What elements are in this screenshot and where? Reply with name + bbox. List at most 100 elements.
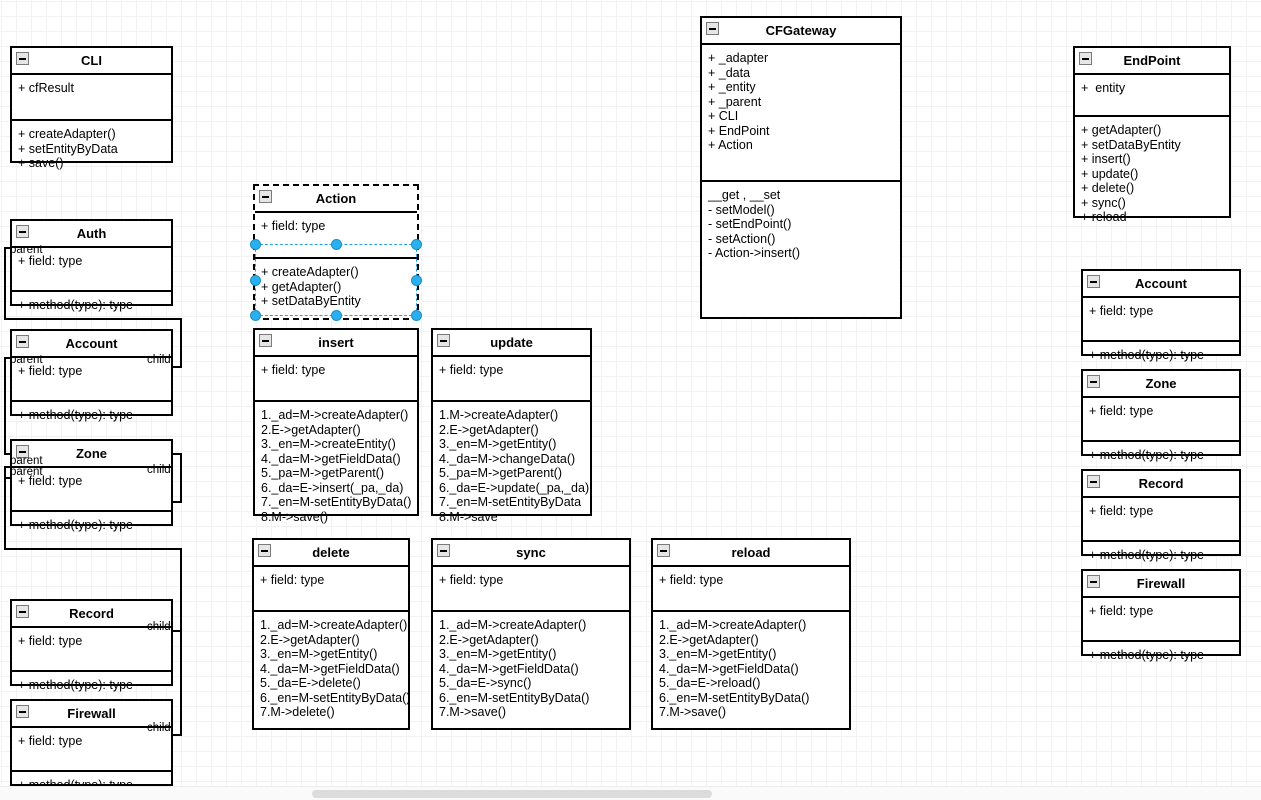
selection-handle-bottom-right[interactable]	[411, 310, 422, 321]
attributes-compartment-cli: + cfResult	[12, 75, 171, 121]
class-title-cfgateway: CFGateway	[702, 18, 900, 45]
class-box-cli[interactable]: CLI + cfResult + createAdapter() + setEn…	[10, 46, 173, 170]
method-row: + method(type): type	[18, 408, 133, 422]
class-box-zone-right[interactable]: Zone + field: type + method(type): type	[1081, 369, 1241, 462]
selection-handle-middle-left[interactable]	[250, 275, 261, 286]
method-row: 1._ad=M->createAdapter()	[260, 618, 408, 632]
selection-handle-bottom-center[interactable]	[331, 310, 342, 321]
class-box-sync[interactable]: sync + field: type 1._ad=M->createAdapte…	[431, 538, 631, 730]
collapse-minus-icon[interactable]	[16, 335, 29, 348]
class-title-action: Action	[255, 186, 417, 213]
method-row: 4._da=M->getFieldData()	[261, 451, 401, 466]
class-name-reload: reload	[731, 545, 771, 560]
class-title-delete: delete	[254, 540, 408, 567]
methods-compartment-zone-right: + method(type): type	[1083, 442, 1239, 469]
class-box-account-right[interactable]: Account + field: type + method(type): ty…	[1081, 269, 1241, 362]
attributes-compartment-zone-left: + field: type	[12, 468, 171, 512]
collapse-minus-icon[interactable]	[259, 190, 272, 203]
method-row: 5._pa=M->getParent()	[439, 466, 562, 480]
method-row: 6._en=M-setEntityByData()	[659, 690, 810, 705]
method-row: + createAdapter()	[261, 265, 359, 279]
collapse-minus-icon[interactable]	[1087, 575, 1100, 588]
attributes-compartment-account-left: + field: type	[12, 358, 171, 402]
selection-handle-bottom-left[interactable]	[250, 310, 261, 321]
class-box-reload[interactable]: reload + field: type 1._ad=M->createAdap…	[651, 538, 851, 730]
class-box-delete[interactable]: delete + field: type 1._ad=M->createAdap…	[252, 538, 410, 730]
class-box-firewall-right[interactable]: Firewall + field: type + method(type): t…	[1081, 569, 1241, 662]
horizontal-scrollbar-thumb[interactable]	[312, 790, 712, 798]
class-title-cli: CLI	[12, 48, 171, 75]
class-box-firewall-left[interactable]: Firewall + field: type + method(type): t…	[10, 699, 173, 792]
class-title-firewall-left: Firewall	[12, 701, 171, 728]
attributes-compartment-update: + field: type	[433, 357, 590, 402]
collapse-minus-icon[interactable]	[259, 334, 272, 347]
attribute-row: + field: type	[18, 254, 83, 268]
class-name-sync: sync	[516, 545, 546, 560]
method-row: 4._da=M->getFieldData()	[659, 661, 799, 676]
class-box-zone-left[interactable]: Zone + field: type + method(type): type	[10, 439, 173, 532]
collapse-minus-icon[interactable]	[657, 544, 670, 557]
attributes-compartment-account-right: + field: type	[1083, 298, 1239, 342]
method-row: + setEntityByData	[18, 141, 118, 156]
method-row: 4._da=M->changeData()	[439, 451, 576, 466]
class-box-endpoint[interactable]: EndPoint + entity + getAdapter() + setDa…	[1073, 46, 1231, 224]
class-box-record-right[interactable]: Record + field: type + method(type): typ…	[1081, 469, 1241, 562]
attribute-row: + EndPoint	[708, 123, 770, 138]
collapse-minus-icon[interactable]	[16, 705, 29, 718]
connector-auth-to-account-v	[180, 318, 182, 368]
method-row: 1._ad=M->createAdapter()	[439, 618, 587, 632]
methods-compartment-zone-left: + method(type): type	[12, 512, 171, 539]
class-box-cfgateway[interactable]: CFGateway + _adapter + _data + _entity +…	[700, 16, 902, 319]
collapse-minus-icon[interactable]	[706, 22, 719, 35]
collapse-minus-icon[interactable]	[258, 544, 271, 557]
method-row: 3._en=M->getEntity()	[439, 437, 557, 451]
methods-compartment-reload: 1._ad=M->createAdapter() 2.E->getAdapter…	[653, 612, 849, 726]
class-name-endpoint: EndPoint	[1123, 53, 1181, 68]
class-box-auth[interactable]: Auth + field: type + method(type): type	[10, 219, 173, 312]
method-row: + method(type): type	[18, 678, 133, 692]
connector-zone-parent-v	[4, 466, 6, 550]
class-box-insert[interactable]: insert + field: type 1._ad=M->createAdap…	[253, 328, 419, 524]
selection-handle-top-center[interactable]	[331, 239, 342, 250]
selection-handle-top-right[interactable]	[411, 239, 422, 250]
collapse-minus-icon[interactable]	[16, 225, 29, 238]
connector-label-account-parent: parent	[10, 354, 43, 366]
method-row: + getAdapter()	[1081, 123, 1162, 137]
collapse-minus-icon[interactable]	[16, 605, 29, 618]
collapse-minus-icon[interactable]	[437, 334, 450, 347]
methods-compartment-record-right: + method(type): type	[1083, 542, 1239, 569]
method-row: 7._en=M-setEntityByData	[439, 495, 582, 509]
collapse-minus-icon[interactable]	[437, 544, 450, 557]
attributes-compartment-record-left: + field: type	[12, 628, 171, 672]
attribute-row: + _data	[708, 65, 751, 80]
methods-compartment-firewall-right: + method(type): type	[1083, 642, 1239, 669]
connector-account-parent-v	[4, 357, 6, 455]
class-name-action: Action	[315, 191, 357, 206]
class-box-record-left[interactable]: Record + field: type + method(type): typ…	[10, 599, 173, 692]
attributes-compartment-zone-right: + field: type	[1083, 398, 1239, 442]
class-name-cfgateway: CFGateway	[765, 23, 837, 38]
class-title-account-right: Account	[1083, 271, 1239, 298]
class-name-account-right: Account	[1135, 276, 1187, 291]
horizontal-scrollbar-track[interactable]	[0, 786, 1261, 800]
collapse-minus-icon[interactable]	[1087, 475, 1100, 488]
collapse-minus-icon[interactable]	[16, 52, 29, 65]
connector-auth-parent-v	[4, 247, 6, 320]
method-row: __get , __set	[708, 188, 781, 202]
class-title-auth: Auth	[12, 221, 171, 248]
class-box-action[interactable]: Action + field: type + createAdapter() +…	[253, 184, 419, 320]
methods-compartment-insert: 1._ad=M->createAdapter() 2.E->getAdapter…	[255, 402, 417, 530]
class-box-account-left[interactable]: Account + field: type + method(type): ty…	[10, 329, 173, 422]
selection-handle-top-left[interactable]	[250, 239, 261, 250]
collapse-minus-icon[interactable]	[1079, 52, 1092, 65]
method-row: 1._ad=M->createAdapter()	[261, 408, 409, 422]
class-box-update[interactable]: update + field: type 1.M->createAdapter(…	[431, 328, 592, 524]
selection-handle-middle-right[interactable]	[411, 275, 422, 286]
collapse-minus-icon[interactable]	[16, 445, 29, 458]
method-row: - setAction()	[708, 231, 776, 246]
collapse-minus-icon[interactable]	[1087, 275, 1100, 288]
collapse-minus-icon[interactable]	[1087, 375, 1100, 388]
connector-label-auth-parent: parent	[10, 244, 43, 256]
connector-label-firewall-child: child	[147, 722, 171, 734]
